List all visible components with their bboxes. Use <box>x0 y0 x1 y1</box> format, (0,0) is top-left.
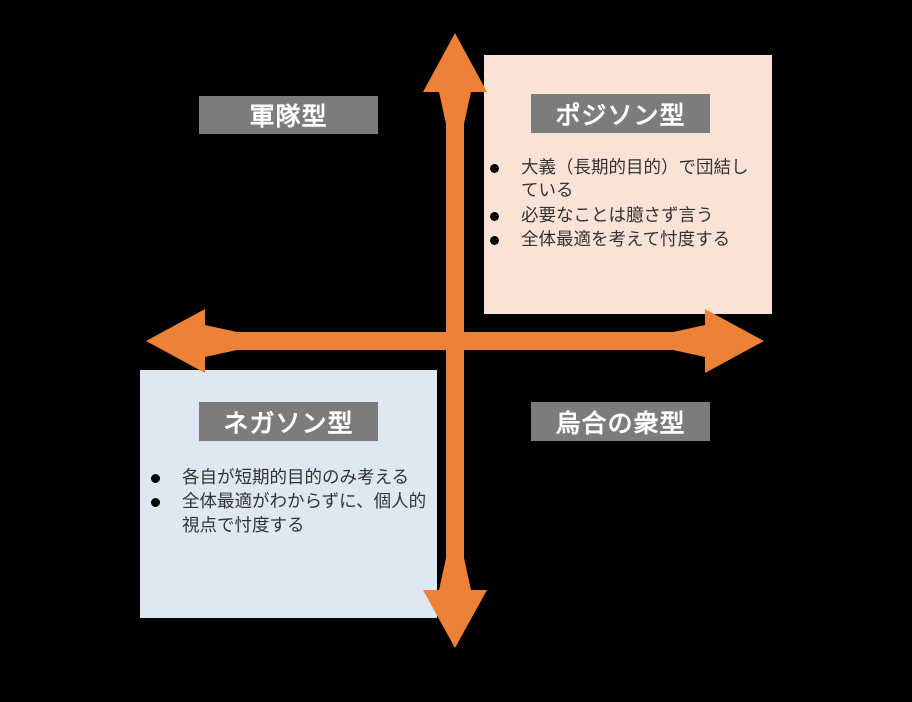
bullet-dot-icon <box>490 211 499 221</box>
bullet-dot-icon <box>151 474 160 483</box>
list-item: 大義（長期的目的）で団結している <box>487 156 763 203</box>
label-plate-bottom-left[interactable]: ネガソン型 <box>199 402 378 441</box>
bullet-dot-icon <box>490 164 499 173</box>
label-plate-top-right[interactable]: ポジソン型 <box>531 94 710 133</box>
bullet-text: 大義（長期的目的）で団結している <box>521 157 749 201</box>
bullet-text: 全体最適がわからずに、個人的視点で忖度する <box>182 491 427 535</box>
list-item: 必要なことは臆さず言う <box>487 204 763 227</box>
list-item: 各自が短期的目的のみ考える <box>148 466 428 489</box>
axis-horizontal-group <box>146 309 764 373</box>
bullet-list-top-right: 大義（長期的目的）で団結している 必要なことは臆さず言う 全体最適を考えて忖度す… <box>487 156 763 252</box>
bullet-dot-icon <box>490 235 499 245</box>
bullet-list-bottom-left: 各自が短期的目的のみ考える 全体最適がわからずに、個人的視点で忖度する <box>148 466 428 538</box>
label-plate-bottom-right[interactable]: 烏合の衆型 <box>531 402 710 441</box>
label-plate-top-left[interactable]: 軍隊型 <box>199 96 378 134</box>
bullet-text: 全体最適を考えて忖度する <box>521 228 731 249</box>
list-item: 全体最適がわからずに、個人的視点で忖度する <box>148 490 428 537</box>
bullet-dot-icon <box>151 498 160 508</box>
bullet-text: 各自が短期的目的のみ考える <box>182 467 409 487</box>
bullet-text: 必要なことは臆さず言う <box>521 204 714 225</box>
list-item: 全体最適を考えて忖度する <box>487 228 763 251</box>
